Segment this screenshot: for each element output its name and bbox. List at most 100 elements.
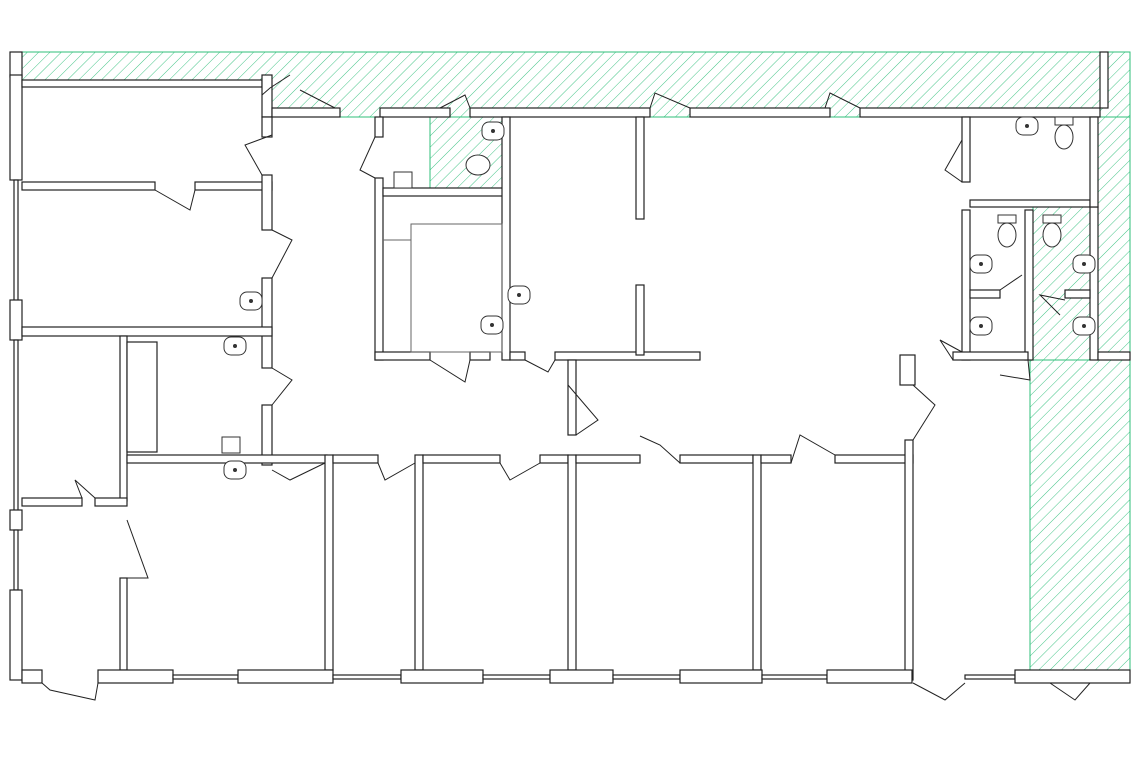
doors (41, 74, 1091, 701)
door-swing (567, 384, 599, 436)
counter-outline (410, 223, 503, 353)
wall (119, 577, 128, 671)
wall (554, 351, 701, 361)
wall (752, 454, 762, 671)
hatched-right-band (1097, 116, 1131, 361)
wall (261, 74, 273, 118)
wall (261, 116, 273, 138)
wall (9, 589, 23, 681)
wall (172, 674, 239, 680)
wall (1024, 209, 1034, 361)
toilet-tank-icon (997, 214, 1017, 224)
wall (21, 497, 83, 507)
wall (969, 289, 1001, 299)
toilet-tank-icon (1042, 214, 1062, 224)
sink-tap-icon (979, 324, 983, 328)
wall (422, 454, 501, 464)
toilet-bowl-icon (997, 222, 1017, 248)
door-swing (944, 139, 963, 183)
door-swing (912, 384, 936, 441)
toilet-bowl-icon (465, 154, 491, 176)
wall (194, 181, 273, 191)
wall (761, 674, 828, 680)
door-swing (74, 479, 96, 499)
wall (97, 669, 174, 684)
wall (1089, 116, 1099, 208)
door-swing (271, 367, 293, 406)
wall (760, 454, 792, 464)
wall (271, 107, 341, 118)
wall (969, 199, 1091, 208)
wall (826, 669, 913, 684)
wall (567, 454, 577, 671)
wall (13, 529, 19, 591)
wall (261, 174, 273, 231)
door-swing (1038, 294, 1066, 316)
wall (859, 107, 1101, 118)
door-swing (271, 462, 326, 481)
wall (332, 454, 379, 464)
wall (689, 107, 831, 118)
sink-tap-icon (1082, 324, 1086, 328)
door-swing (299, 89, 336, 109)
wall (374, 351, 431, 361)
wall (13, 179, 19, 306)
door-swing (429, 359, 471, 383)
toilet-bowl-icon (1054, 124, 1074, 150)
wall (899, 354, 916, 386)
door-swing (999, 274, 1023, 291)
hatched-stall-area (1032, 206, 1099, 361)
door-swing (824, 92, 861, 109)
door-swing (271, 229, 293, 279)
wall (379, 107, 451, 118)
wall (635, 116, 645, 220)
wall (635, 284, 645, 356)
wall (964, 674, 1016, 680)
door-swing (377, 462, 416, 481)
toilet-tank-icon (1054, 116, 1074, 126)
wall (469, 351, 491, 361)
wall (1097, 351, 1131, 361)
wall (482, 674, 551, 680)
wall (9, 51, 23, 78)
wall (21, 326, 273, 337)
door-swing (154, 189, 196, 211)
door-swing (939, 339, 963, 361)
wall (9, 509, 23, 531)
wall (374, 116, 384, 138)
wall (952, 351, 1029, 361)
wall (612, 674, 681, 680)
wall (21, 181, 156, 191)
sink-tap-icon (249, 299, 253, 303)
door-swing (439, 94, 471, 109)
wall (9, 74, 23, 181)
wall (382, 187, 504, 197)
walls (9, 51, 1131, 684)
wall (261, 277, 273, 369)
wall (549, 669, 614, 684)
wall (126, 341, 158, 453)
sink-tap-icon (233, 344, 237, 348)
hatched-areas (21, 51, 1131, 674)
door-swing (244, 134, 273, 176)
wall (13, 339, 19, 521)
sink-tap-icon (490, 323, 494, 327)
sink-tap-icon (491, 129, 495, 133)
wall (1064, 289, 1091, 299)
wall (374, 177, 384, 361)
wall (575, 454, 641, 464)
wall (21, 669, 43, 684)
door-swing (912, 682, 966, 701)
toilet-bowl-icon (1042, 222, 1062, 248)
wall (567, 359, 577, 436)
door-swing (359, 136, 376, 179)
water-heater-icon (221, 436, 241, 454)
fixtures (221, 116, 1096, 480)
wall (324, 454, 334, 671)
wall (1099, 51, 1109, 109)
wall (332, 674, 402, 680)
wall (961, 209, 971, 361)
wall (834, 454, 914, 464)
wall (119, 335, 128, 502)
